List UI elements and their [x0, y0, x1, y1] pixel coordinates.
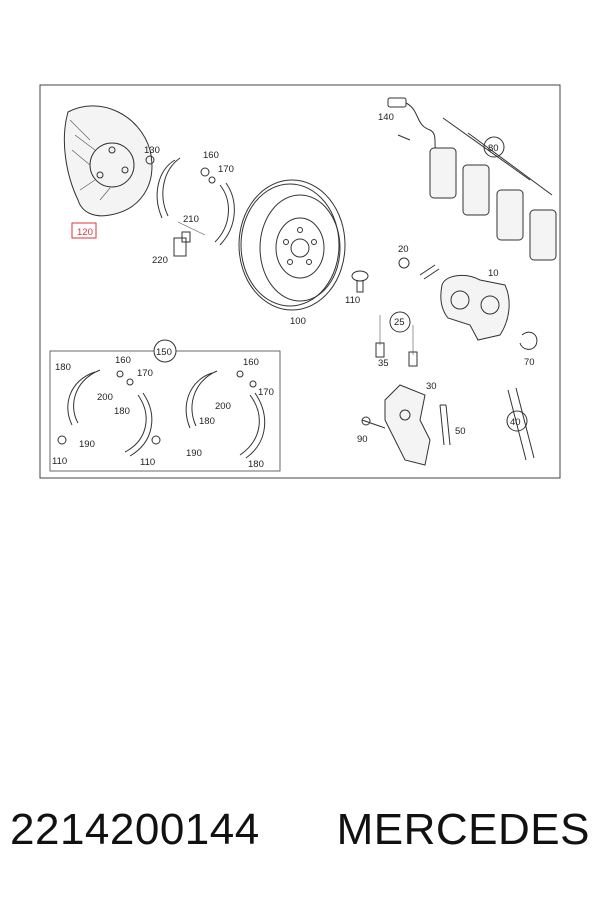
kit-label-110b[interactable]: 110 — [140, 457, 155, 468]
label-120[interactable]: 120 — [77, 227, 93, 238]
label-210[interactable]: 210 — [183, 214, 199, 225]
spring-50-drawing — [439, 404, 451, 446]
kit-label-170b[interactable]: 170 — [258, 387, 274, 398]
label-35[interactable]: 35 — [378, 358, 389, 369]
label-100[interactable]: 100 — [290, 316, 306, 327]
bolt-130-drawing — [145, 155, 155, 165]
label-170[interactable]: 170 — [218, 164, 234, 175]
label-140[interactable]: 140 — [378, 112, 394, 123]
diagram-frame — [39, 84, 561, 479]
caliper-10-drawing — [440, 274, 510, 341]
brake-pads-80-drawing — [429, 117, 557, 261]
kit-shoes-left-drawing — [57, 369, 161, 457]
clip-70-drawing — [519, 331, 538, 350]
bolt-90-drawing — [361, 416, 386, 429]
carrier-30-drawing — [384, 384, 431, 466]
kit-label-110a[interactable]: 110 — [52, 456, 67, 467]
kit-label-180a[interactable]: 180 — [55, 362, 71, 373]
kit-label-190a[interactable]: 190 — [79, 439, 95, 450]
wear-sensor-140-drawing — [387, 97, 441, 156]
label-20[interactable]: 20 — [398, 244, 409, 255]
bleeder-20-drawing — [398, 257, 440, 280]
label-40[interactable]: 40 — [510, 417, 521, 428]
kit-150-frame — [49, 350, 281, 472]
kit-label-160a[interactable]: 160 — [115, 355, 131, 366]
label-110[interactable]: 110 — [345, 295, 360, 306]
label-160[interactable]: 160 — [203, 150, 219, 161]
brand-name: MERCEDES — [336, 805, 590, 854]
brake-disc-100-drawing — [238, 179, 346, 311]
part-number: 2214200144 — [10, 805, 260, 854]
guide-pins-25-drawing — [375, 311, 418, 367]
caption: 2214200144 MERCEDES — [10, 800, 590, 860]
kit-label-180b[interactable]: 180 — [114, 406, 130, 417]
kit-label-180c[interactable]: 180 — [199, 416, 215, 427]
bracket-220-drawing — [173, 231, 191, 257]
label-80[interactable]: 80 — [488, 143, 499, 154]
brake-shoe-210-drawing — [156, 157, 235, 246]
label-25[interactable]: 25 — [394, 317, 405, 328]
kit-label-180d[interactable]: 180 — [248, 459, 264, 470]
label-30[interactable]: 30 — [426, 381, 437, 392]
kit-label-170a[interactable]: 170 — [137, 368, 153, 379]
kit-label-190b[interactable]: 190 — [186, 448, 202, 459]
label-130[interactable]: 130 — [144, 145, 160, 156]
kit-shoes-right-drawing — [185, 370, 266, 459]
pins-40-drawing — [506, 387, 535, 461]
bolt-110-drawing — [351, 270, 369, 293]
kit-label-160b[interactable]: 160 — [243, 357, 259, 368]
kit-label-200a[interactable]: 200 — [97, 392, 113, 403]
label-70[interactable]: 70 — [524, 357, 535, 368]
label-150[interactable]: 150 — [156, 347, 172, 358]
dust-shield-drawing[interactable] — [63, 105, 153, 217]
kit-label-200b[interactable]: 200 — [215, 401, 231, 412]
label-90[interactable]: 90 — [357, 434, 368, 445]
label-10[interactable]: 10 — [488, 268, 499, 279]
label-220[interactable]: 220 — [152, 255, 168, 266]
part-120-highlight[interactable] — [71, 222, 97, 239]
label-50[interactable]: 50 — [455, 426, 466, 437]
